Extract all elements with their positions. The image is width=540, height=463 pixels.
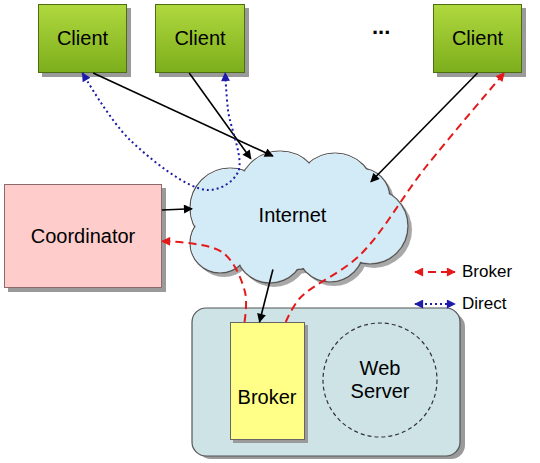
client-box: Client bbox=[433, 4, 522, 73]
link-arrow bbox=[162, 209, 192, 210]
link-arrow bbox=[371, 73, 478, 182]
direct-path bbox=[83, 73, 240, 190]
legend-row: Broker bbox=[412, 256, 512, 288]
node-label: Coordinator bbox=[31, 225, 136, 248]
client-box: Client bbox=[38, 4, 127, 73]
node-label: Broker bbox=[238, 386, 297, 409]
client-box: Client bbox=[155, 4, 245, 73]
broker-box: Broker bbox=[230, 322, 305, 440]
internet-cloud: Internet bbox=[170, 148, 415, 283]
link-arrow bbox=[189, 73, 251, 159]
ellipsis-label: ... bbox=[372, 14, 390, 39]
broker-path bbox=[162, 241, 246, 322]
link-arrow bbox=[93, 73, 273, 156]
legend-label: Direct bbox=[462, 294, 506, 314]
housing-box bbox=[192, 308, 460, 456]
broker-path bbox=[286, 73, 504, 322]
coordinator-box: Coordinator bbox=[4, 184, 162, 288]
legend-sample bbox=[412, 296, 458, 312]
node-label: Client bbox=[57, 27, 108, 50]
link-arrow bbox=[260, 270, 273, 323]
node-label: Client bbox=[174, 27, 225, 50]
node-label: Client bbox=[452, 27, 503, 50]
legend-sample bbox=[412, 264, 458, 280]
node-label: Internet bbox=[259, 204, 327, 227]
node-label: Web Server bbox=[340, 357, 420, 403]
legend: BrokerDirect bbox=[412, 256, 512, 320]
web-server-circle: Web Server bbox=[322, 322, 438, 438]
legend-row: Direct bbox=[412, 288, 512, 320]
legend-label: Broker bbox=[462, 262, 512, 282]
